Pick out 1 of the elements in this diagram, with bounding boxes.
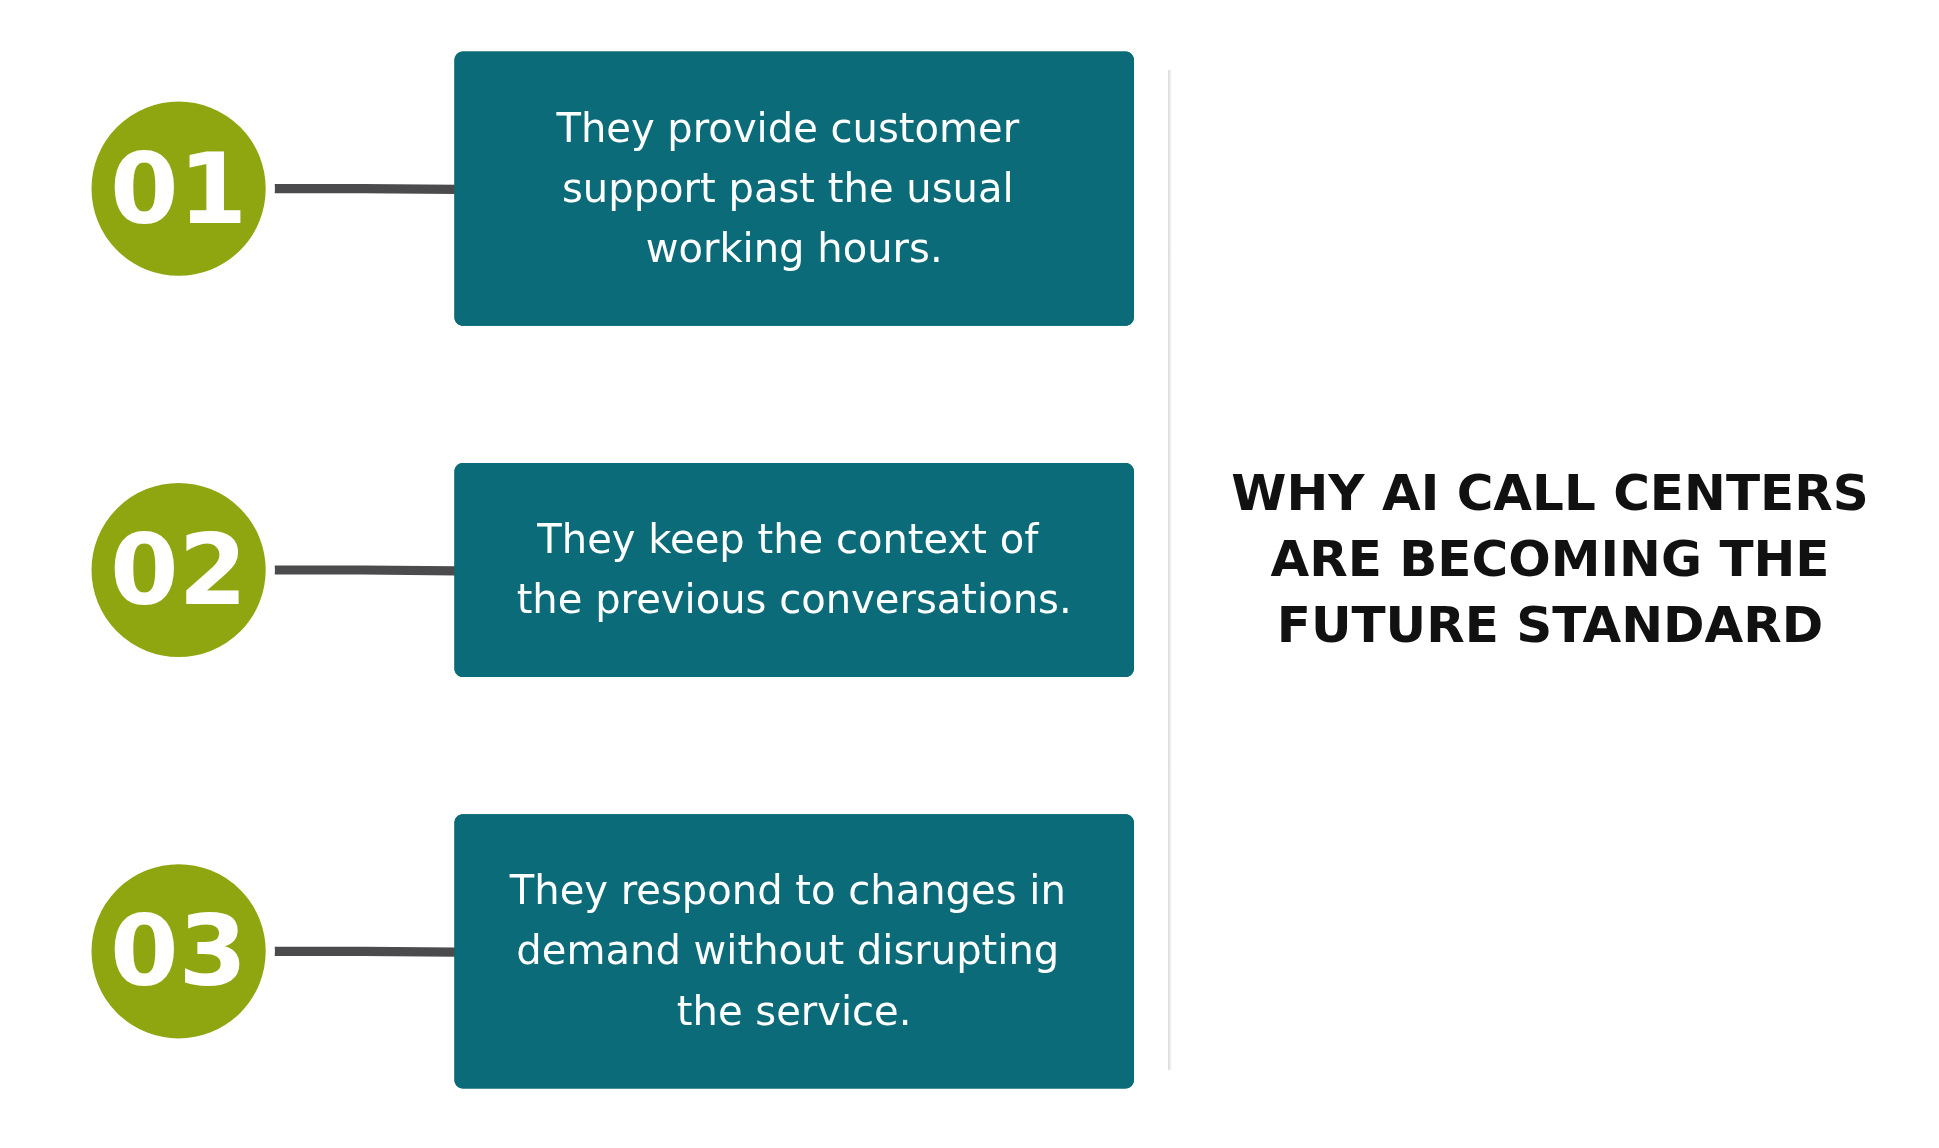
title: WHY AI CALL CENTERS ARE BECOMING THE FUTURE STANDARD (1230, 463, 1870, 656)
